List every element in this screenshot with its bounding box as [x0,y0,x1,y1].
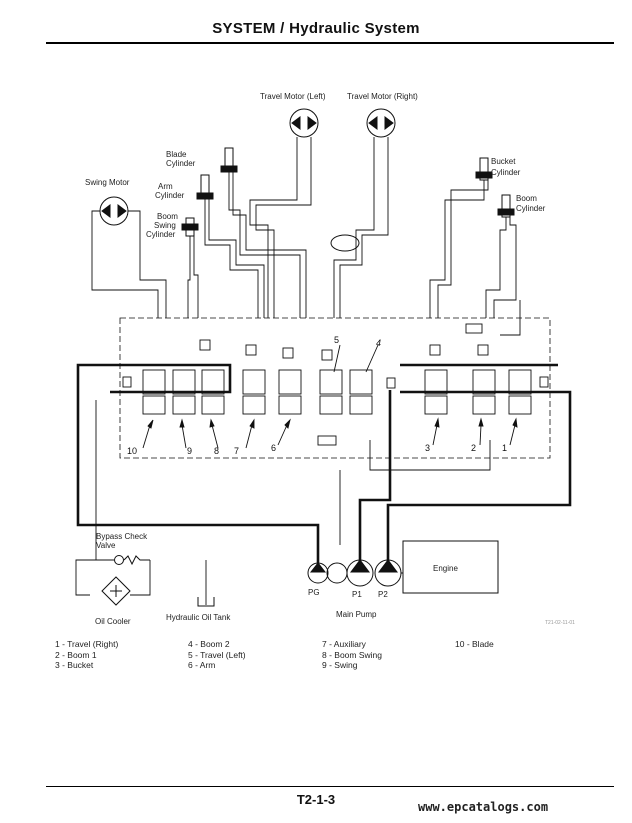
section-number-1: 1 [502,443,507,453]
bypass-check-valve-label-1: Bypass Check [96,532,148,541]
control-valve-enclosure [119,317,551,459]
section-number-2: 2 [471,443,476,453]
page-title: SYSTEM / Hydraulic System [212,20,420,37]
watermark: www.epcatalogs.com [418,800,549,814]
blade-cylinder-label-1: Blade [166,150,187,159]
header-rule [46,42,614,44]
legend-column-2: 4 - Boom 2 5 - Travel (Left) 6 - Arm [188,639,246,671]
legend-column-3: 7 - Auxiliary 8 - Boom Swing 9 - Swing [322,639,382,671]
legend-item: 7 - Auxiliary [322,639,366,649]
travel-motor-right [366,108,396,138]
pump-pg-label: PG [308,588,320,597]
legend-item: 6 - Arm [188,660,216,670]
travel-motor-left-label: Travel Motor (Left) [260,92,326,101]
boom-swing-cylinder [181,217,199,237]
arm-cylinder-label-1: Arm [158,182,173,191]
legend-item: 5 - Travel (Left) [188,649,246,660]
boom-swing-cylinder-label-1: Boom [157,212,178,221]
boom-swing-cylinder-label-3: Cylinder [146,230,176,239]
boom-cylinder [497,194,515,218]
section-number-9: 9 [187,446,192,456]
oil-cooler-label: Oil Cooler [95,617,131,626]
travel-motor-right-label: Travel Motor (Right) [347,92,418,101]
travel-motor-left [289,108,319,138]
section-number-7: 7 [234,446,239,456]
legend-item: 8 - Boom Swing [322,649,382,660]
section-number-8: 8 [214,446,219,456]
valve-spools [122,323,549,446]
return-lines [75,400,491,605]
footer-rule [46,786,614,787]
pump-p2-label: P2 [378,590,388,599]
section-number-6: 6 [271,443,276,453]
actuator-lines [91,137,521,336]
arm-cylinder [196,174,214,200]
engine-label: Engine [433,564,458,573]
legend-item: 10 - Blade [455,639,494,649]
oil-cooler [101,576,131,606]
section-number-5: 5 [334,335,339,345]
legend-column-1: 1 - Travel (Right) 2 - Boom 1 3 - Bucket [55,639,118,671]
page-number: T2-1-3 [296,792,336,807]
bucket-cylinder [475,157,493,181]
main-pump [307,559,402,587]
bucket-cylinder-label-2: Cylinder [491,168,521,177]
arm-cylinder-label-2: Cylinder [155,191,185,200]
pump-p1-label: P1 [352,590,362,599]
section-number-4: 4 [376,338,381,348]
hydraulic-oil-tank-label: Hydraulic Oil Tank [166,613,231,622]
legend-item: 1 - Travel (Right) [55,639,119,649]
boom-cylinder-label-1: Boom [516,194,537,203]
bucket-cylinder-label-1: Bucket [491,157,516,166]
section-number-3: 3 [425,443,430,453]
boom-swing-cylinder-label-2: Swing [154,221,176,230]
legend-column-4: 10 - Blade [455,639,494,650]
main-pressure-lines [76,363,572,565]
bypass-check-valve [96,555,150,566]
legend-item: 4 - Boom 2 [188,639,230,649]
hydraulic-oil-tank [197,597,215,607]
main-pump-label: Main Pump [336,610,377,619]
engine-box [402,540,499,594]
blade-cylinder-label-2: Cylinder [166,159,196,168]
blade-cylinder [220,147,238,173]
legend-item: 3 - Bucket [55,660,94,670]
swing-motor [99,196,129,226]
section-arrows [142,344,518,449]
bypass-check-valve-label-2: Valve [96,541,116,550]
boom-cylinder-label-2: Cylinder [516,204,546,213]
legend-item: 9 - Swing [322,660,358,670]
line-crossover [330,234,360,252]
section-number-10: 10 [127,446,137,456]
legend-item: 2 - Boom 1 [55,649,97,660]
figure-code: T21-02-11-01 [545,620,575,626]
swing-motor-label: Swing Motor [85,178,130,187]
